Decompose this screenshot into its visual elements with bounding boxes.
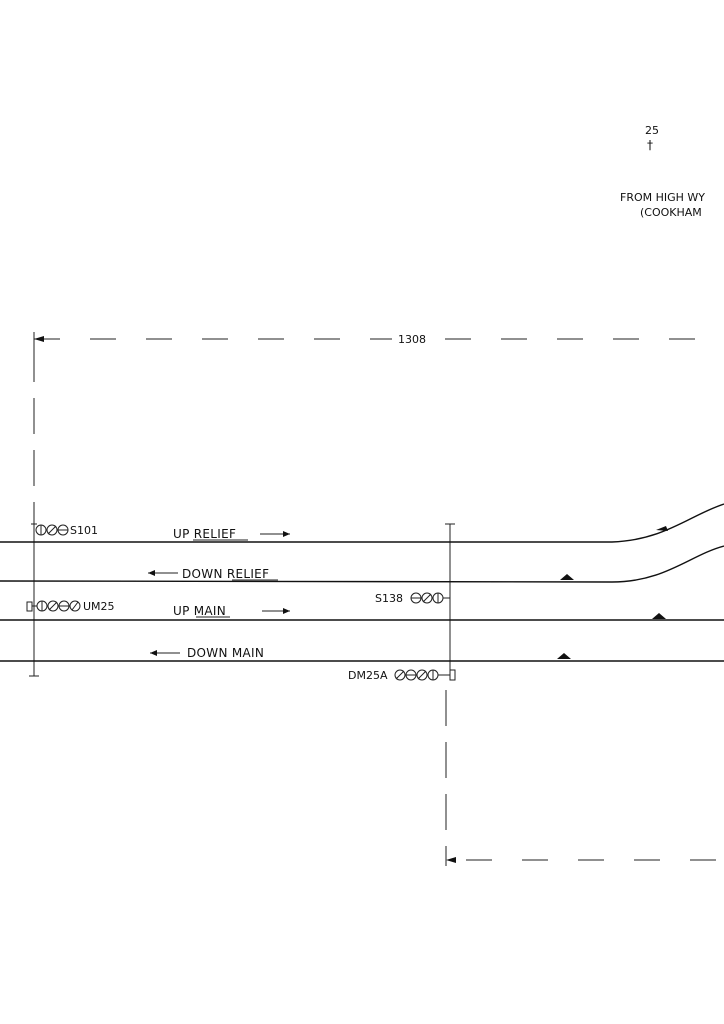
track-marker-icon	[656, 526, 668, 531]
signal-aspect-icon	[47, 600, 59, 612]
track-marker-icon	[560, 574, 574, 580]
signal-aspect-icon	[46, 524, 58, 536]
signal-bar	[47, 525, 57, 535]
arrowhead-icon	[283, 531, 290, 537]
signal-bar	[48, 601, 58, 611]
label-down-relief: DOWN RELIEF	[182, 567, 269, 581]
signal-bar	[71, 601, 79, 611]
arrowhead-icon	[150, 650, 157, 656]
signal-s138: S138	[375, 592, 450, 605]
signal-dm25a: DM25A	[348, 669, 456, 682]
track-up-relief	[0, 503, 724, 543]
bottom-dimension	[446, 857, 724, 863]
signal-base-icon	[26, 601, 33, 612]
signal-base-icon	[449, 669, 456, 681]
signal-aspect-icon	[394, 669, 406, 681]
label-up-relief: UP RELIEF	[173, 527, 236, 541]
signal-s101-label: S101	[70, 524, 98, 537]
label-down-main: DOWN MAIN	[187, 646, 264, 660]
signal-um25-label: UM25	[83, 600, 115, 613]
track-down-relief	[0, 545, 724, 583]
signal-s101: S101	[31, 523, 98, 537]
track-marker-icon	[652, 613, 666, 619]
signal-aspect-icon	[421, 592, 433, 604]
top-dimension-label: 1308	[398, 333, 426, 346]
direction-arrows	[148, 531, 290, 656]
milepost-cross-icon: †	[647, 138, 653, 152]
track-marker-icon	[557, 653, 571, 659]
signal-aspect-icon	[69, 600, 81, 612]
top-dimension-arrow-icon	[34, 336, 44, 342]
signal-um25: UM25	[26, 600, 115, 613]
signal-bar	[417, 670, 427, 680]
arrowhead-icon	[283, 608, 290, 614]
milepost-number: 25	[645, 124, 659, 137]
from-note-line1: FROM HIGH WY	[620, 191, 705, 204]
signal-dm25a-label: DM25A	[348, 669, 388, 682]
signal-bar	[422, 593, 432, 603]
bottom-dimension-arrow-icon	[446, 857, 456, 863]
top-dimension: 1308	[33, 332, 724, 346]
signal-bar	[395, 670, 405, 680]
signal-s138-label: S138	[375, 592, 403, 605]
signal-aspect-icon	[416, 669, 428, 681]
from-note-line2: (COOKHAM	[640, 206, 702, 219]
label-up-main: UP MAIN	[173, 604, 226, 618]
arrowhead-icon	[148, 570, 155, 576]
